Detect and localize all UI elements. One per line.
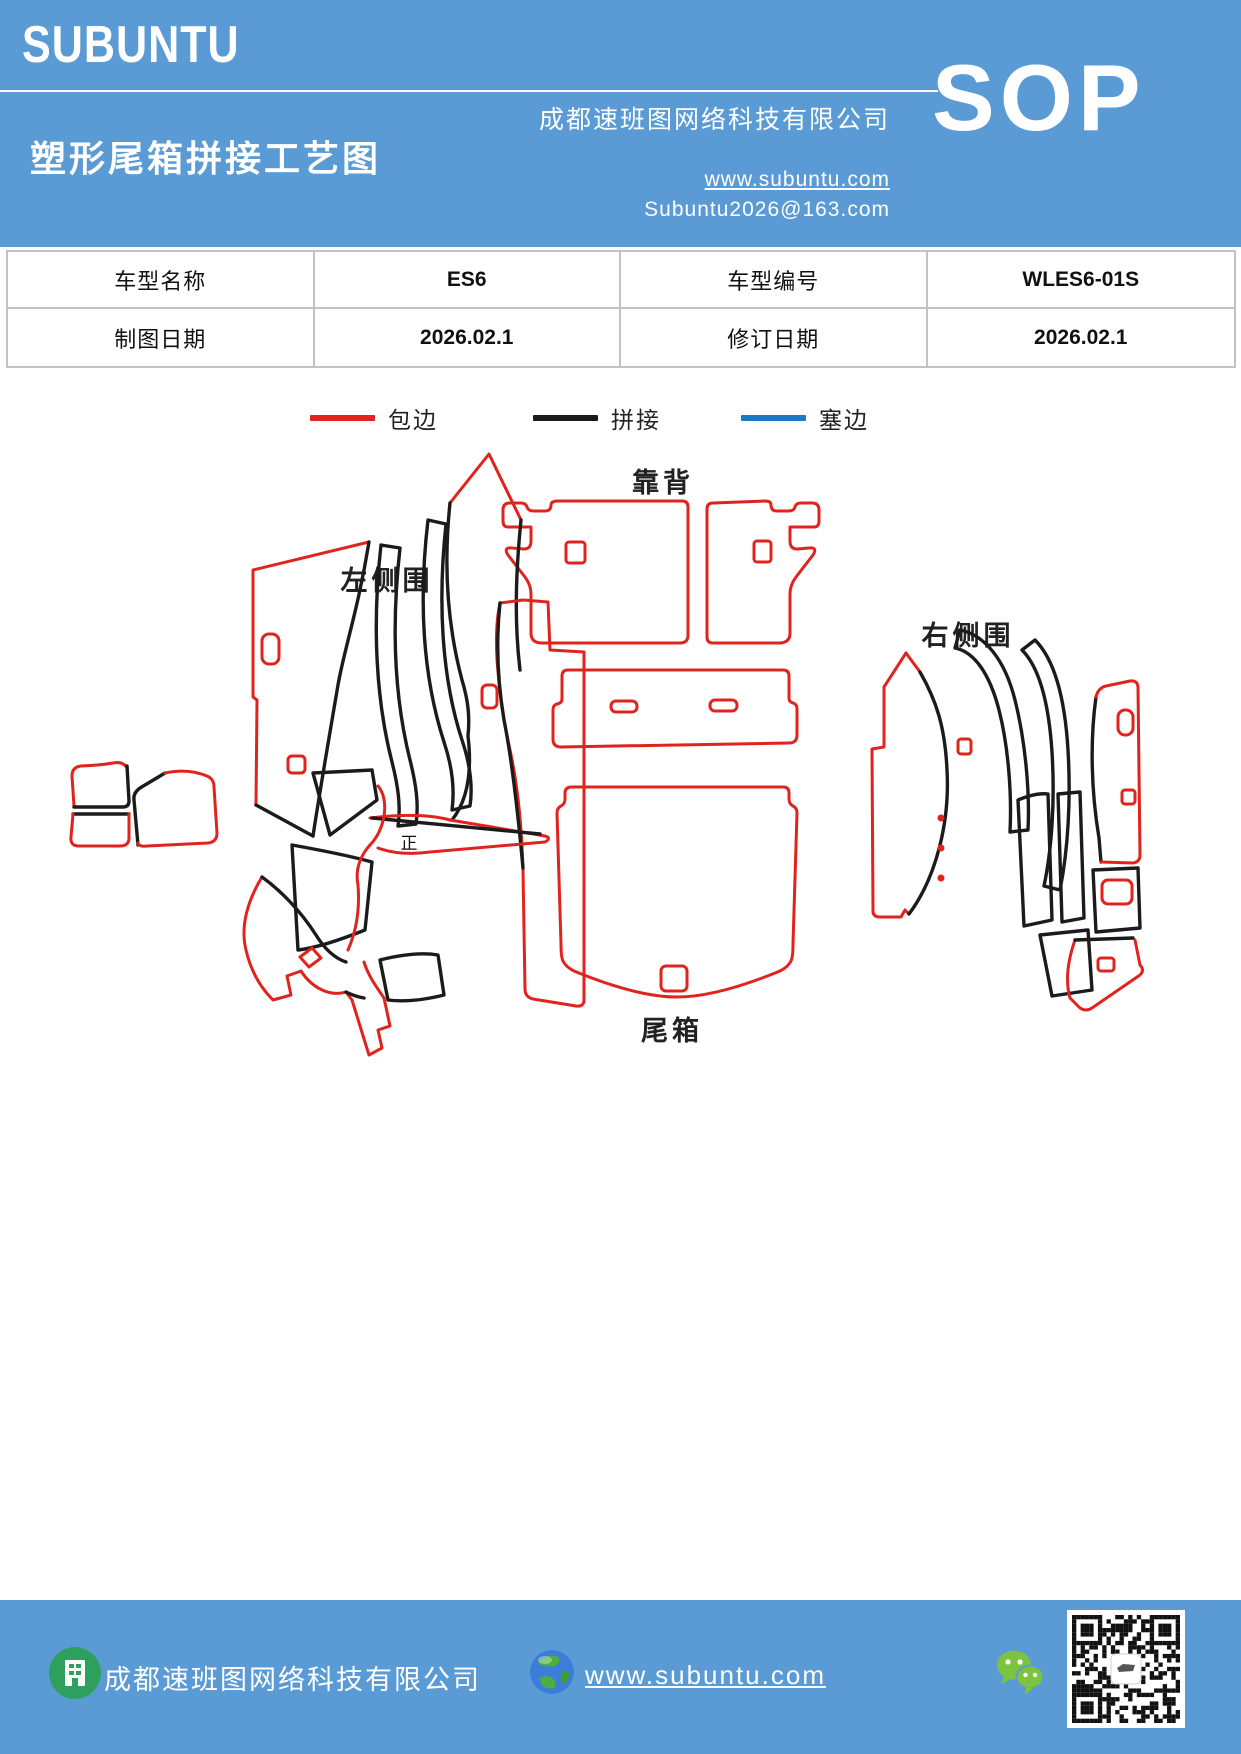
table-value-draw-date: 2026.02.1 — [315, 309, 621, 366]
trunk-piece — [555, 785, 799, 999]
far-left-pieces — [69, 761, 219, 848]
header-email: Subuntu2026@163.com — [644, 198, 890, 221]
left-side-cluster — [242, 452, 586, 1057]
table-label-model-name: 车型名称 — [8, 252, 315, 309]
header-website-link[interactable]: www.subuntu.com — [704, 168, 890, 191]
table-label-draw-date: 制图日期 — [8, 309, 315, 366]
tail-slot — [1096, 956, 1116, 973]
left-panel-slot-top — [260, 632, 281, 666]
table-value-model-name: ES6 — [314, 252, 621, 309]
header-company-name: 成都速班图网络科技有限公司 — [538, 106, 890, 134]
label-tally-mark: 正 — [401, 834, 418, 853]
table-value-model-code: WLES6-01S — [927, 252, 1234, 309]
bottom-left-slot — [298, 946, 323, 969]
legend-item-edge-stuff: 塞边 — [741, 402, 869, 434]
legend-item-splice: 拼接 — [533, 402, 661, 434]
subuntu-logo: SUBUNTU — [22, 16, 240, 74]
marker-dot — [937, 844, 945, 852]
left-panel-slot-bottom — [286, 754, 307, 775]
qr-code-pattern — [1072, 1615, 1180, 1723]
legend-line-blue — [741, 415, 806, 421]
rightmost-slot-top — [1116, 708, 1135, 737]
qr-code — [1067, 1610, 1185, 1728]
marker-dot — [937, 814, 945, 822]
wechat-icon — [997, 1650, 1045, 1695]
backrest-right-slot — [752, 539, 773, 564]
label-left-side: 左侧围 — [341, 566, 434, 596]
left-cluster-small-slot — [480, 683, 499, 710]
backrest-left-slot — [564, 540, 587, 565]
legend: 包边 拼接 塞边 — [0, 402, 1241, 434]
middle-strip-slot-left — [609, 699, 639, 714]
backrest-right-piece — [705, 499, 821, 645]
bottom-box-slot — [1100, 878, 1134, 906]
legend-label-edge-wrap: 包边 — [388, 407, 438, 433]
vehicle-info-table: 车型名称 ES6 车型编号 WLES6-01S 制图日期 2026.02.1 修… — [6, 250, 1236, 368]
table-value-revision-date: 2026.02.1 — [1034, 325, 1128, 349]
header-divider-line — [0, 90, 938, 92]
trunk-slot — [659, 964, 689, 993]
building-icon — [49, 1647, 101, 1699]
legend-item-edge-wrap: 包边 — [310, 402, 438, 434]
label-backrest: 靠背 — [632, 468, 694, 498]
legend-line-black — [533, 415, 598, 421]
backrest-left-piece — [501, 499, 690, 645]
page-title: 塑形尾箱拼接工艺图 — [30, 138, 382, 179]
legend-label-edge-stuff: 塞边 — [819, 407, 869, 433]
label-trunk: 尾箱 — [641, 1015, 703, 1046]
right-panel-slot — [956, 737, 973, 756]
right-side-cluster — [870, 628, 1144, 1012]
rightmost-slot-bottom — [1120, 788, 1137, 806]
marker-dot — [937, 874, 945, 882]
table-label-model-code: 车型编号 — [621, 252, 928, 309]
middle-strip-piece — [551, 668, 799, 749]
legend-label-splice: 拼接 — [611, 407, 661, 433]
middle-strip-slot-right — [708, 698, 739, 713]
footer-website-link[interactable]: www.subuntu.com — [585, 1660, 826, 1690]
footer: 成都速班图网络科技有限公司 www.subuntu.com — [0, 1600, 1241, 1754]
sop-badge: SOP — [932, 45, 1146, 150]
table-label-revision-date: 修订日期 — [621, 309, 928, 366]
label-right-side: 右侧围 — [922, 621, 1015, 651]
header: SUBUNTU 塑形尾箱拼接工艺图 成都速班图网络科技有限公司 www.subu… — [0, 0, 1241, 247]
globe-icon — [530, 1650, 574, 1694]
legend-line-red — [310, 415, 375, 421]
footer-company-name: 成都速班图网络科技有限公司 — [104, 1665, 481, 1695]
